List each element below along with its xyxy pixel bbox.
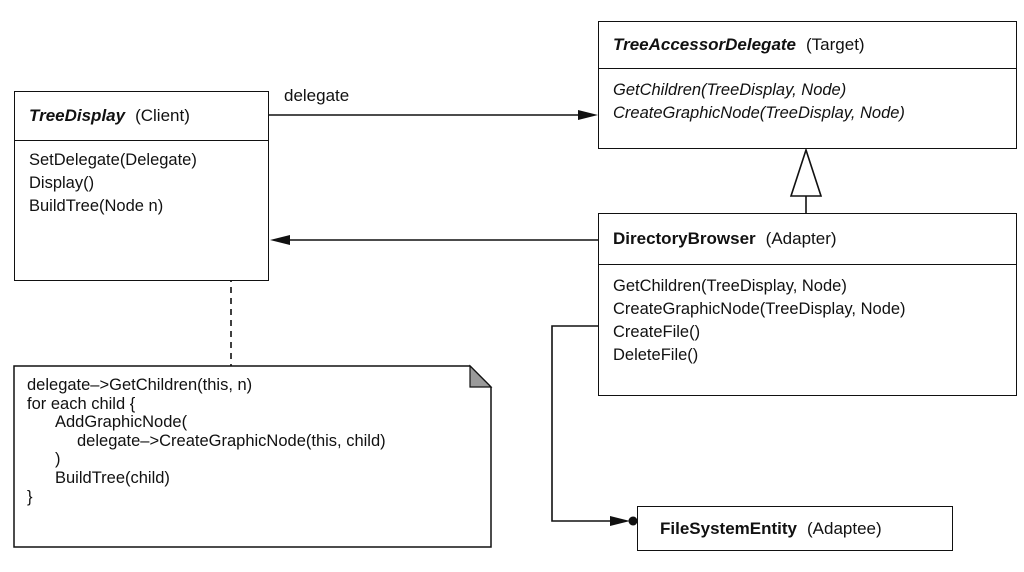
treedisplay-header: TreeDisplay (Client)	[15, 92, 268, 141]
inheritance-triangle	[789, 147, 823, 197]
treedisplay-operations: SetDelegate(Delegate) Display() BuildTre…	[15, 141, 268, 218]
class-role: (Adapter)	[765, 229, 837, 248]
class-role: (Client)	[135, 106, 190, 125]
directorybrowser-operations: GetChildren(TreeDisplay, Node) CreateGra…	[599, 265, 1016, 367]
class-name: TreeDisplay	[29, 106, 126, 125]
adaptee-dot	[628, 516, 638, 526]
operation: Display()	[29, 174, 95, 192]
treeaccessordelegate-header: TreeAccessorDelegate (Target)	[599, 22, 1016, 69]
note-frame	[13, 365, 492, 548]
note-line: AddGraphicNode(	[55, 413, 188, 432]
note-line: )	[55, 450, 61, 469]
note-line: BuildTree(child)	[55, 468, 170, 487]
note-line: delegate–>CreateGraphicNode(this, child)	[77, 431, 386, 450]
class-name: FileSystemEntity	[660, 518, 797, 538]
treedisplay-class-box: TreeDisplay (Client) SetDelegate(Delegat…	[14, 91, 269, 281]
filesystementity-header: FileSystemEntity (Adaptee)	[638, 507, 952, 550]
adapter-to-adaptee-line	[551, 325, 612, 522]
class-name: TreeAccessorDelegate	[613, 35, 797, 54]
operation: GetChildren(TreeDisplay, Node)	[613, 81, 847, 99]
directorybrowser-header: DirectoryBrowser (Adapter)	[599, 214, 1016, 265]
adapter-to-adaptee-arrowhead	[610, 516, 630, 526]
adapter-to-client-arrowhead	[270, 235, 290, 245]
buildtree-note: delegate–>GetChildren(this, n) for each …	[14, 366, 491, 547]
operation: SetDelegate(Delegate)	[29, 151, 197, 169]
note-line: delegate–>GetChildren(this, n)	[27, 376, 253, 394]
class-name: DirectoryBrowser	[613, 229, 756, 248]
delegate-label: delegate	[284, 86, 350, 105]
operation: BuildTree(Node n)	[29, 197, 164, 215]
operation: CreateGraphicNode(TreeDisplay, Node)	[613, 300, 906, 318]
note-line: }	[27, 487, 33, 506]
note-folded-corner	[469, 364, 493, 388]
treeaccessordelegate-class-box: TreeAccessorDelegate (Target) GetChildre…	[598, 21, 1017, 149]
filesystementity-class-box: FileSystemEntity (Adaptee)	[637, 506, 953, 551]
association-arrowhead	[578, 110, 598, 120]
operation: GetChildren(TreeDisplay, Node)	[613, 277, 847, 295]
operation: CreateGraphicNode(TreeDisplay, Node)	[613, 104, 905, 122]
treeaccessordelegate-operations: GetChildren(TreeDisplay, Node) CreateGra…	[599, 69, 1016, 125]
note-line: for each child {	[27, 394, 136, 413]
operation: CreateFile()	[613, 323, 701, 341]
class-role: (Target)	[806, 35, 865, 54]
directorybrowser-class-box: DirectoryBrowser (Adapter) GetChildren(T…	[598, 213, 1017, 396]
operation: DeleteFile()	[613, 346, 699, 364]
class-role: (Adaptee)	[807, 518, 882, 538]
